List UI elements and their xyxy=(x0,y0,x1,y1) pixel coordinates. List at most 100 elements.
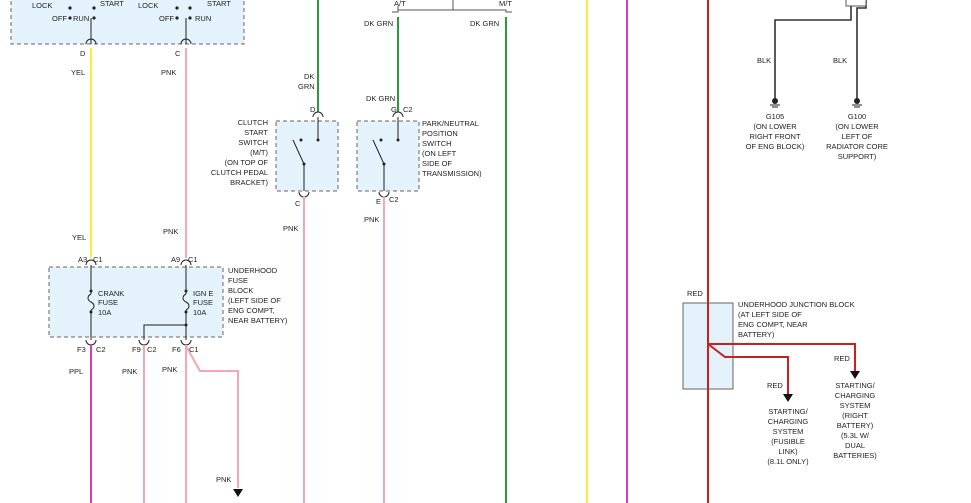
ign-right-lock: LOCK xyxy=(138,1,158,10)
ground-icon xyxy=(854,98,860,104)
caption-line: FUSE xyxy=(228,276,248,285)
switch-contact xyxy=(299,138,303,142)
switch-contact xyxy=(316,138,320,142)
caption-line: UNDERHOOD xyxy=(228,266,278,275)
fb-conn-a9: C1 xyxy=(188,255,198,264)
option-bracket xyxy=(392,9,512,13)
wire-blk-g105 xyxy=(774,0,852,100)
ign-right-contact xyxy=(175,6,179,10)
caption-line: POSITION xyxy=(422,129,458,138)
ign-right-run: RUN xyxy=(195,14,211,23)
ground-icon xyxy=(852,98,862,108)
label-dk-grn-1a: DK xyxy=(304,72,314,81)
fb-pin-f6: F6 xyxy=(172,345,181,354)
caption-line: LINK) xyxy=(778,447,798,456)
label-blk-2: BLK xyxy=(833,56,847,65)
label-at: A/T xyxy=(394,0,406,8)
switch-blade xyxy=(292,139,305,165)
connector-icon xyxy=(180,259,192,266)
fb-conn-a3: C1 xyxy=(93,255,103,264)
caption-line: NEAR BATTERY) xyxy=(228,316,288,325)
wire-pnk-branch xyxy=(185,345,239,488)
arrow-down-icon xyxy=(783,394,793,402)
connector-icon xyxy=(180,339,192,346)
label-pnk-2: PNK xyxy=(163,227,178,236)
caption-line: G100 xyxy=(848,112,866,121)
fb-conn-f9: C2 xyxy=(147,345,157,354)
ign-left-run: RUN xyxy=(73,14,89,23)
switch-pivot xyxy=(302,162,306,166)
caption-line: (ON LOWER xyxy=(835,122,879,131)
ign-right-contact xyxy=(188,6,192,10)
ign-left-start: START xyxy=(100,0,124,8)
caption-line: SYSTEM xyxy=(840,401,871,410)
clutch-switch-caption: CLUTCH START SWITCH (M/T) (ON TOP OF CLU… xyxy=(211,118,269,187)
g100-caption: G100 (ON LOWER LEFT OF RADIATOR CORE SUP… xyxy=(826,112,888,161)
caption-line: ENG COMPT, NEAR xyxy=(738,320,808,329)
connector-icon xyxy=(85,38,97,45)
ign-left-contact xyxy=(92,16,96,20)
crank-fuse-l1: CRANK xyxy=(98,289,124,298)
caption-line: SUPPORT) xyxy=(838,152,877,161)
ground-connector-box xyxy=(845,0,867,7)
splice-lead xyxy=(143,324,186,340)
fuse-block-caption: UNDERHOOD FUSE BLOCK (LEFT SIDE OF ENG C… xyxy=(228,266,288,325)
park-neutral-switch-box xyxy=(356,120,420,192)
switch-pivot xyxy=(382,162,386,166)
label-pnk-arrow: PNK xyxy=(216,475,231,484)
connector-icon xyxy=(138,339,150,346)
fb-pin-a3: A3 xyxy=(78,255,87,264)
caption-line: BLOCK xyxy=(228,286,253,295)
park-switch-caption: PARK/NEUTRAL POSITION SWITCH (ON LEFT SI… xyxy=(422,119,482,178)
caption-line: STARTING/ xyxy=(768,407,808,416)
ground-icon xyxy=(770,98,780,108)
caption-line: CHARGING xyxy=(835,391,876,400)
connector-icon xyxy=(312,111,324,118)
fuse-icon xyxy=(87,293,95,311)
label-dk-grn-3: DK GRN xyxy=(470,19,499,28)
connector-icon xyxy=(85,259,97,266)
switch-contact xyxy=(396,138,400,142)
caption-line: G105 xyxy=(766,112,784,121)
label-dk-grn-4: DK GRN xyxy=(366,94,395,103)
ign-pin-d: D xyxy=(80,49,86,58)
caption-line: RIGHT FRONT xyxy=(749,132,801,141)
label-yel-1: YEL xyxy=(71,68,85,77)
caption-line: CHARGING xyxy=(768,417,809,426)
label-ppl: PPL xyxy=(69,367,83,376)
caption-line: OF ENG BLOCK) xyxy=(746,142,805,151)
ign-left-off: OFF xyxy=(52,14,67,23)
label-dk-grn-2: DK GRN xyxy=(364,19,393,28)
caption-line: SWITCH xyxy=(422,139,452,148)
ign-fuse-l2: FUSE xyxy=(193,298,213,307)
arrow-down-icon xyxy=(850,371,860,379)
arrow-down-icon xyxy=(233,489,243,497)
clutch-pin-top: D xyxy=(310,105,316,114)
connector-icon xyxy=(392,111,404,118)
fb-pin-f3: F3 xyxy=(77,345,86,354)
ign-left-contact xyxy=(68,6,72,10)
g105-caption: G105 (ON LOWER RIGHT FRONT OF ENG BLOCK) xyxy=(746,112,805,151)
caption-line: (ON LOWER xyxy=(753,122,797,131)
ign-right-contact xyxy=(188,16,192,20)
switch-blade xyxy=(372,139,385,165)
ignition-switch-box xyxy=(10,0,245,45)
clutch-pin-bottom: C xyxy=(295,199,301,208)
caption-line: PARK/NEUTRAL xyxy=(422,119,479,128)
label-mt: M/T xyxy=(499,0,512,8)
crank-fuse-l3: 10A xyxy=(98,308,111,317)
wire-red-battery xyxy=(708,343,856,372)
label-pnk-f9: PNK xyxy=(122,367,137,376)
fuse-terminal xyxy=(89,310,93,314)
fusible-link-caption: STARTING/ CHARGING SYSTEM (FUSIBLE LINK)… xyxy=(767,407,809,466)
fuse-terminal xyxy=(89,289,93,293)
caption-line: TRANSMISSION) xyxy=(422,169,482,178)
connector-icon xyxy=(180,38,192,45)
right-battery-caption: STARTING/ CHARGING SYSTEM (RIGHT BATTERY… xyxy=(833,381,877,460)
caption-line: (RIGHT xyxy=(842,411,868,420)
label-pnk-1: PNK xyxy=(161,68,176,77)
label-blk-1: BLK xyxy=(757,56,771,65)
crank-fuse-l2: FUSE xyxy=(98,298,118,307)
caption-line: BATTERIES) xyxy=(833,451,877,460)
ign-right-off: OFF xyxy=(159,14,174,23)
